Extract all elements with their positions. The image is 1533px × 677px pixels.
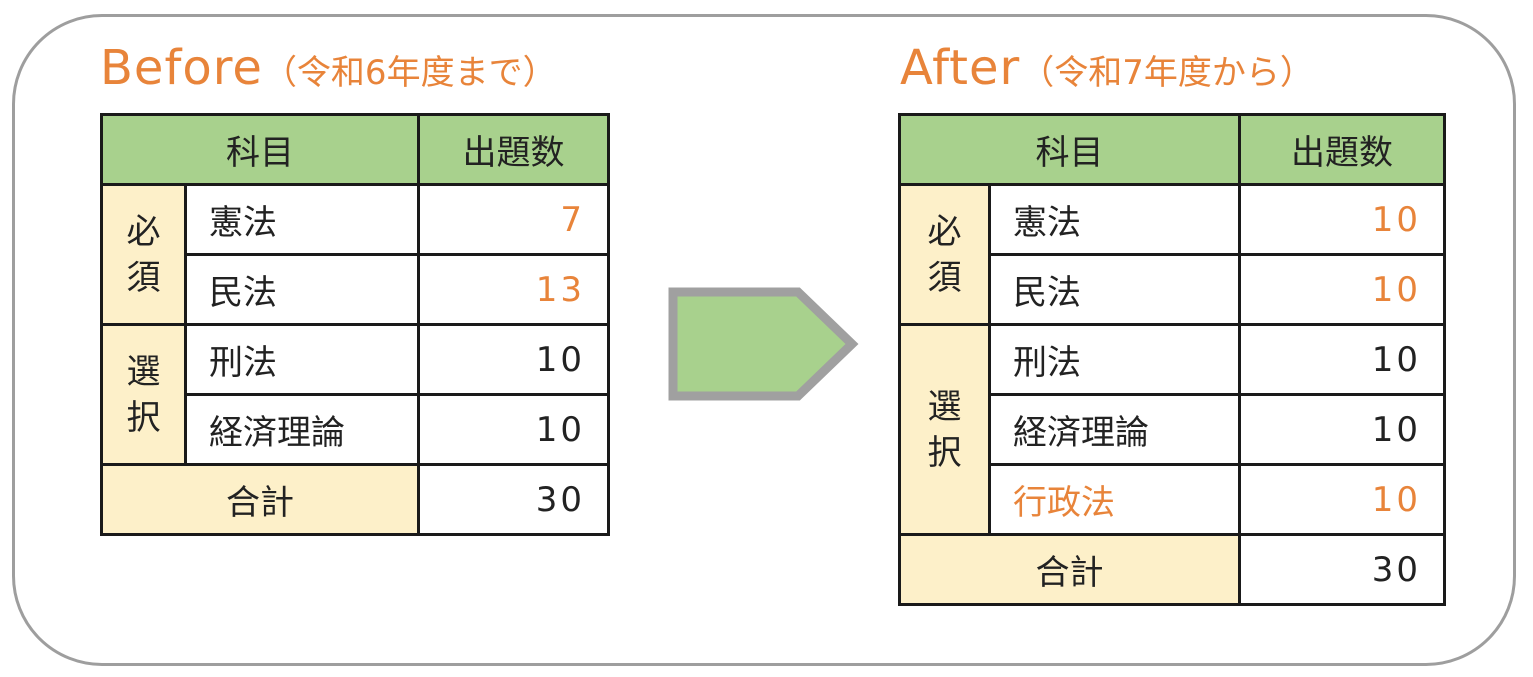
subject-cell: 経済理論 (988, 393, 1241, 466)
after-table: 科目 出題数 必須 憲法 10 民法 10 選択 刑法 10 経済理論 10 行… (898, 113, 1446, 606)
group-label-required: 必須 (898, 183, 991, 326)
group-label-char: 択 (126, 397, 161, 438)
group-label-char: 必 (927, 211, 962, 252)
count-cell: 10 (1238, 323, 1446, 396)
table-row: 民法 13 (102, 253, 610, 326)
before-table: 科目 出題数 必須 憲法 7 民法 13 選択 刑法 10 経済理論 10 合計… (100, 113, 610, 536)
subject-header: 科目 (898, 113, 1241, 186)
total-label: 合計 (898, 533, 1241, 606)
count-cell: 10 (1238, 463, 1446, 536)
subject-header: 科目 (100, 113, 420, 186)
after-heading-period: （令和7年度から） (1020, 53, 1314, 93)
count-cell: 10 (417, 323, 610, 396)
group-label-char: 須 (126, 257, 161, 298)
total-row: 合計 30 (898, 533, 1446, 606)
subject-cell: 刑法 (184, 323, 420, 396)
group-label-char: 択 (927, 432, 962, 473)
group-label-char: 須 (927, 257, 962, 298)
table-row: 経済理論 10 (102, 393, 610, 466)
total-label: 合計 (100, 463, 420, 536)
total-count: 30 (417, 463, 610, 536)
comparison-frame (12, 14, 1516, 666)
table-row: 必須 憲法 10 (898, 183, 1446, 326)
subject-cell: 民法 (988, 253, 1241, 326)
count-cell: 7 (417, 183, 610, 256)
after-heading-title: After (900, 40, 1021, 96)
table-row: 必須 憲法 7 (100, 183, 610, 326)
count-cell: 10 (1238, 183, 1446, 256)
group-label-text: 必須 (901, 209, 988, 301)
group-label-char: 必 (126, 211, 161, 252)
subject-cell: 憲法 (184, 183, 420, 256)
before-heading-title: Before (100, 40, 263, 96)
subject-cell-new: 行政法 (988, 463, 1241, 536)
right-pentagon-arrow-icon (668, 287, 859, 401)
table-row: 選択 刑法 10 (100, 323, 610, 466)
group-label-required: 必須 (100, 183, 187, 326)
group-label-text: 選択 (103, 349, 184, 441)
group-label-char: 選 (927, 386, 962, 427)
before-heading: Before（令和6年度まで） (100, 38, 557, 98)
group-label-elective: 選択 (898, 323, 991, 536)
subject-cell: 憲法 (988, 183, 1241, 256)
table-row: 選択 刑法 10 (898, 323, 1446, 536)
count-cell: 13 (417, 253, 610, 326)
count-header: 出題数 (417, 113, 610, 186)
subject-cell: 民法 (184, 253, 420, 326)
subject-cell: 経済理論 (184, 393, 420, 466)
group-label-elective: 選択 (100, 323, 187, 466)
count-header: 出題数 (1238, 113, 1446, 186)
header-row: 科目 出題数 (100, 113, 610, 186)
after-heading: After（令和7年度から） (900, 38, 1314, 98)
before-heading-period: （令和6年度まで） (262, 53, 557, 93)
table-row: 経済理論 10 (900, 393, 1446, 466)
header-row: 科目 出題数 (898, 113, 1446, 186)
count-cell: 10 (1238, 253, 1446, 326)
table-row: 行政法 10 (900, 463, 1446, 536)
total-row: 合計 30 (100, 463, 610, 536)
count-cell: 10 (417, 393, 610, 466)
total-count: 30 (1238, 533, 1446, 606)
group-label-text: 選択 (901, 384, 988, 476)
table-row: 民法 10 (900, 253, 1446, 326)
count-cell: 10 (1238, 393, 1446, 466)
subject-cell: 刑法 (988, 323, 1241, 396)
group-label-text: 必須 (103, 209, 184, 301)
group-label-char: 選 (126, 351, 161, 392)
